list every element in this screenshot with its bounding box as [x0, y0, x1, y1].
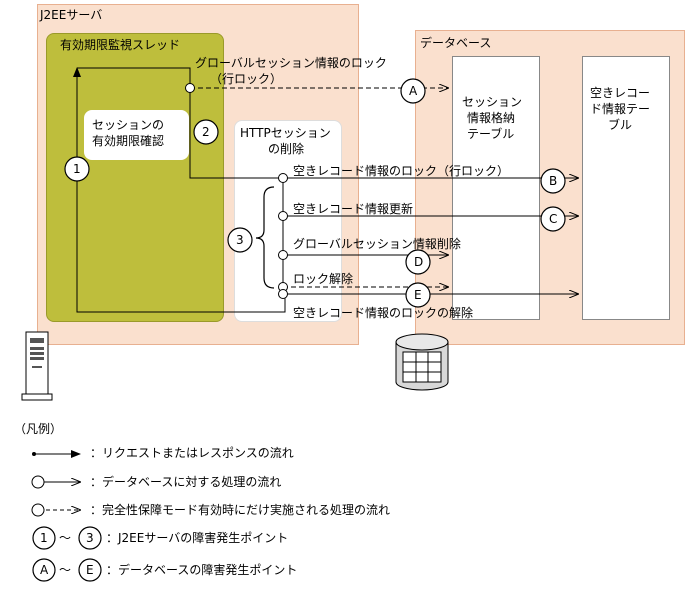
return-flow-line: [73, 67, 286, 313]
fault-point-b: B: [549, 174, 558, 188]
free-table-label-2: ド情報テー: [590, 102, 651, 116]
j2ee-server-label: J2EEサーバ: [40, 8, 103, 22]
database-label: データベース: [420, 36, 492, 50]
legend-db-symbol: [31, 475, 80, 489]
legend-db-text: ：データベースに対する処理の流れ: [90, 475, 282, 489]
fault-point-2-circle: [193, 119, 219, 145]
legend-title: （凡例）: [14, 422, 63, 436]
thread-label: 有効期限監視スレッド: [60, 38, 181, 52]
legend-3: 3: [86, 531, 94, 545]
fault-point-a-circle: [400, 78, 426, 104]
fault-point-1-circle: [64, 156, 90, 182]
session-info-table: [452, 56, 540, 320]
legend-tilde-2: ～: [59, 563, 72, 577]
fault-point-e: E: [414, 288, 422, 302]
legend-1: 1: [40, 531, 48, 545]
http-delete-label-2: の削除: [268, 142, 305, 156]
fault-point-d: D: [414, 255, 424, 269]
fault-point-c: C: [549, 212, 558, 226]
fault-point-2: 2: [202, 125, 210, 139]
session-table-label-3: テーブル: [467, 127, 515, 141]
fault-point-3-circle: [227, 227, 253, 253]
free-unlock-label: 空きレコード情報のロックの解除: [293, 306, 474, 320]
session-check-label-1: セッションの: [92, 118, 165, 132]
origin-free-unlock: [278, 289, 288, 299]
http-session-delete-box: [234, 120, 342, 322]
legend-e: E: [86, 563, 94, 577]
fault-point-b-circle: [540, 168, 566, 194]
database-icon: [395, 333, 449, 391]
legend-a: A: [40, 563, 49, 577]
legend-j2ee-fault-text: ：J2EEサーバの障害発生ポイント: [106, 531, 289, 545]
free-record-table: [582, 56, 670, 320]
origin-global-lock: [185, 83, 195, 93]
origin-global-delete: [278, 250, 288, 260]
legend-integrity-symbol: [31, 503, 80, 517]
legend-circle-e: [78, 558, 102, 582]
fault-point-d-circle: [405, 249, 431, 275]
brace-3: [255, 186, 275, 289]
free-table-label-1: 空きレコー: [590, 86, 651, 100]
http-delete-label-1: HTTPセッション: [240, 126, 331, 140]
legend-integrity-text: ：完全性保障モード有効時にだけ実施される処理の流れ: [90, 503, 391, 517]
fault-point-1: 1: [73, 162, 81, 176]
fault-point-a: A: [409, 84, 418, 98]
fault-point-c-circle: [540, 206, 566, 232]
free-lock-label: 空きレコード情報のロック（行ロック）: [293, 164, 510, 178]
session-table-label-1: セッション: [462, 95, 523, 109]
origin-free-lock: [278, 173, 288, 183]
fault-point-3: 3: [236, 233, 244, 247]
legend-request-text: ：リクエストまたはレスポンスの流れ: [90, 446, 294, 460]
fault-point-e-circle: [405, 282, 431, 308]
session-table-label-2: 情報格納: [467, 111, 516, 125]
global-delete-label: グローバルセッション情報削除: [293, 237, 461, 251]
free-update-label: 空きレコード情報更新: [293, 202, 414, 216]
session-expiry-check-box: [84, 110, 189, 160]
legend-db-fault-text: ：データベースの障害発生ポイント: [106, 563, 298, 577]
legend-circle-3: [78, 526, 102, 550]
thread-to-http-line: [189, 88, 283, 179]
legend-circle-1: [32, 526, 56, 550]
session-check-label-2: 有効期限確認: [92, 134, 165, 148]
legend-tilde-1: ～: [59, 531, 72, 545]
legend-circle-a: [32, 558, 56, 582]
global-lock-label-1: グローバルセッション情報のロック: [195, 56, 387, 70]
free-table-label-3: ブル: [608, 118, 633, 132]
global-lock-label-2: （行ロック）: [210, 72, 283, 86]
unlock-label: ロック解除: [293, 272, 354, 286]
thread-top-line: [77, 67, 191, 88]
legend-request-symbol: [32, 450, 81, 458]
server-icon: [21, 331, 53, 401]
origin-free-update: [278, 211, 288, 221]
